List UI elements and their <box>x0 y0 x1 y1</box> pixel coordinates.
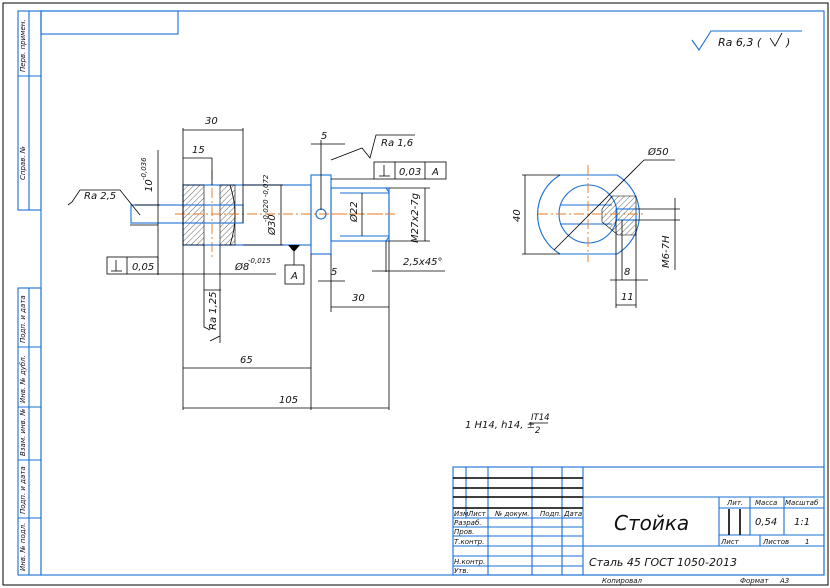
dim-10: 10 <box>144 179 155 192</box>
dim-30-bottom: 30 <box>352 293 365 304</box>
dim-d8-tol: -0,015 <box>248 257 271 265</box>
dim-8: 8 <box>624 267 630 278</box>
dim-105: 105 <box>279 395 298 406</box>
format-label: Формат <box>740 577 769 585</box>
dim-m6: M6-7H <box>661 235 672 268</box>
side-label-perv: Перв. примен. <box>19 19 27 72</box>
roughness-tail: ) <box>785 36 790 49</box>
tol-top-datum: A <box>431 167 439 178</box>
note-numerator: IT14 <box>531 413 550 423</box>
dim-d30: Ø30 <box>266 214 278 236</box>
header-list: Лист <box>467 510 487 518</box>
roughness-text: Ra 6,3 ( <box>718 36 762 49</box>
roughness-ra25: Ra 2,5 <box>84 191 116 202</box>
header-podp: Подп. <box>540 510 561 518</box>
scale-label: Масштаб <box>785 499 819 507</box>
dim-d8: Ø8 <box>234 261 249 273</box>
role-prov: Пров. <box>454 528 474 536</box>
side-label-vzam: Взам. инв. № <box>19 408 27 456</box>
roughness-ra125: Ra 1,25 <box>208 291 219 330</box>
dim-11: 11 <box>621 292 634 303</box>
dim-15: 15 <box>192 145 205 156</box>
scale-value: 1:1 <box>794 517 810 528</box>
title-block: Изм Лист № докум. Подп. Дата Разраб. Про… <box>452 466 825 585</box>
left-strip-bottom: Подп. и дата Инв. № дубл. Взам. инв. № П… <box>17 287 42 576</box>
role-razrab: Разраб. <box>454 519 482 527</box>
header-doc: № докум. <box>494 510 530 518</box>
note-denominator: 2 <box>535 426 540 436</box>
sheet-label: Лист <box>720 538 740 546</box>
dim-d30-tol: -0,020 -0,072 <box>262 174 270 222</box>
header-izm: Изм <box>454 510 469 518</box>
role-nkontr: Н.контр. <box>454 558 485 566</box>
dim-40: 40 <box>512 209 523 222</box>
part-name: Стойка <box>614 511 689 535</box>
dim-65: 65 <box>240 355 253 366</box>
roughness-ra16: Ra 1,6 <box>381 138 413 149</box>
side-label-inv-dubl: Инв. № дубл. <box>19 355 27 403</box>
lit-label: Лит. <box>726 499 743 507</box>
side-label-podp2: Подп. и дата <box>19 466 27 514</box>
side-label-podp1: Подп. и дата <box>19 295 27 343</box>
dim-30-top: 30 <box>205 116 218 127</box>
dim-d22: Ø22 <box>348 201 360 223</box>
sheets-label: Листов <box>762 538 789 546</box>
dim-5-bottom: 5 <box>331 267 337 278</box>
datum-a: A <box>290 271 298 282</box>
side-label-sprav: Справ. № <box>19 146 27 180</box>
main-dimensions: 30 15 5 Ra 1,6 0,03 A Ra 2,5 10 -0,036 0… <box>67 116 447 410</box>
note-text: 1 H14, h14, ± <box>465 420 535 431</box>
dim-chamfer: 2,5x45° <box>403 257 443 268</box>
sheets-value: 1 <box>805 538 809 546</box>
side-view: Ø50 40 M6-7H 8 11 <box>512 146 680 308</box>
tolerance-note: 1 H14, h14, ± IT14 2 <box>465 413 550 436</box>
top-left-box <box>40 10 179 35</box>
mass-value: 0,54 <box>755 517 777 528</box>
dim-5-top: 5 <box>321 131 327 142</box>
left-strip-top: Перв. примен. Справ. № <box>17 10 42 211</box>
copied-label: Копировал <box>602 577 643 585</box>
inner-frame <box>40 10 825 576</box>
header-date: Дата <box>563 510 582 518</box>
material: Сталь 45 ГОСТ 1050-2013 <box>589 556 737 569</box>
dim-m27: M27x2-7g <box>410 193 421 243</box>
role-utv: Утв. <box>454 567 469 575</box>
format-value: А3 <box>779 577 789 585</box>
tol-left-value: 0,05 <box>132 262 154 273</box>
mass-label: Масса <box>755 499 777 507</box>
side-label-inv-podl: Инв. № подл. <box>19 523 27 571</box>
role-tkontr: Т.контр. <box>454 538 484 546</box>
tol-top-value: 0,03 <box>399 167 421 178</box>
general-roughness: Ra 6,3 ( ) <box>691 30 802 51</box>
dim-d50: Ø50 <box>647 146 669 158</box>
dim-10-tol: -0,036 <box>140 157 148 180</box>
